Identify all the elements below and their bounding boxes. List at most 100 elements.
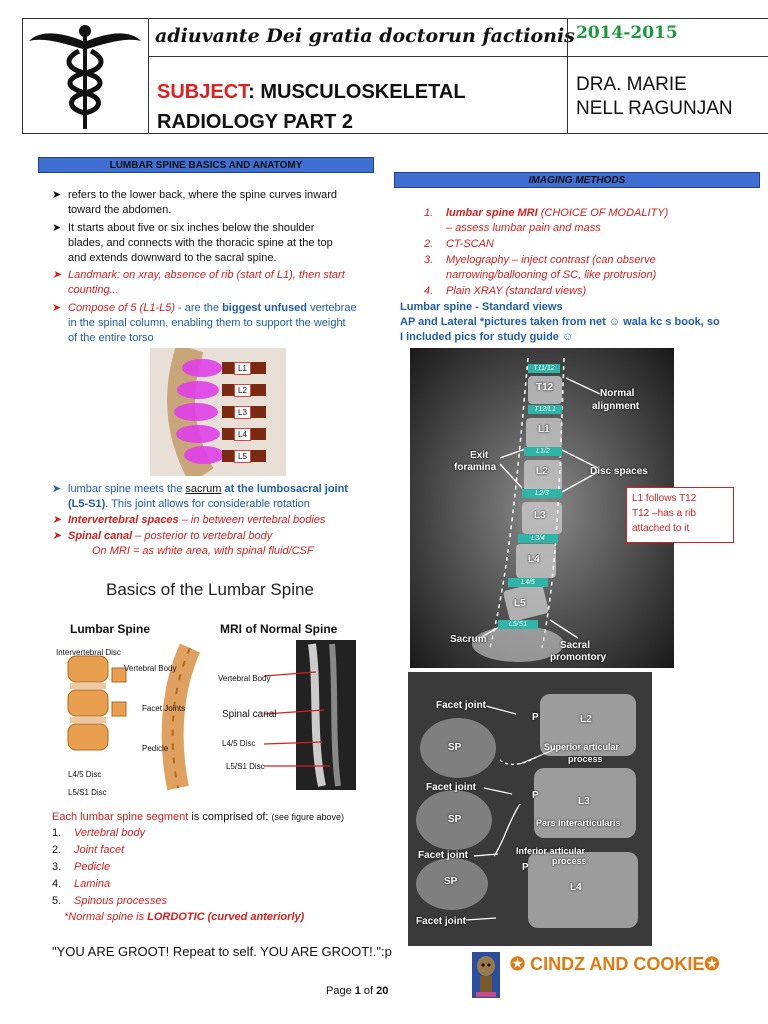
label-facet-joint-4: Facet joint <box>416 916 467 927</box>
fig1-label-l3: L3 <box>234 406 251 419</box>
method-4-text: Plain XRAY (standard views) <box>446 285 587 297</box>
label-p-3: P <box>522 862 529 873</box>
label-facet-joint-2: Facet joint <box>426 782 477 793</box>
lordotic-note: *Normal spine is LORDOTIC (curved anteri… <box>64 910 364 925</box>
bullet-3: ➤ Landmark: on xray, absence of rib (sta… <box>52 268 368 298</box>
label-facet-joint-1: Facet joint <box>436 700 487 711</box>
label-disc-spaces: Disc spaces <box>590 466 648 477</box>
fig2-label-mri-l5s1-disc: L5/S1 Disc <box>226 762 265 771</box>
fig1-label-l4: L4 <box>234 428 251 441</box>
bullet-2-line2: blades, and connects with the thoracic s… <box>68 237 333 249</box>
method-3-line2: narrowing/ballooning of SC, like protrus… <box>446 269 657 281</box>
segment-intro: Each lumbar spine segment is comprised o… <box>52 810 372 825</box>
author-line2: NELL RAGUNJAN <box>576 98 733 119</box>
vertebra-l2: L2 <box>536 466 548 477</box>
label-facet-joint-3: Facet joint <box>418 850 469 861</box>
section-heading-imaging-methods: IMAGING METHODS <box>394 172 760 188</box>
bullet-3-line1: Landmark: on xray, absence of rib (start… <box>68 269 345 281</box>
groot-avatar <box>472 952 500 998</box>
page-of: of <box>360 985 377 997</box>
segment-intro-mid: is comprised of: <box>188 811 272 823</box>
bullet-1-line1: refers to the lower back, where the spin… <box>68 189 338 201</box>
fig2-label-mri-l45-disc: L4/5 Disc <box>222 739 256 748</box>
fig2-label-spinal-canal: Spinal canal <box>222 709 277 720</box>
vertebra-l3: L3 <box>534 510 546 521</box>
author-cell: DRA. MARIE NELL RAGUNJAN <box>567 56 768 134</box>
page-number: Page 1 of 20 <box>326 985 388 997</box>
component-1-text: Vertebral body <box>74 827 146 839</box>
component-2: 2.Joint facet <box>52 843 125 858</box>
bullet-6: ➤ Intervertebral spaces – in between ver… <box>52 513 368 528</box>
label-l4: L4 <box>570 882 582 893</box>
bullet-5: ➤ lumbar spine meets the sacrum at the l… <box>52 482 368 512</box>
motto: adiuvante Dei gratia doctorun factionis <box>155 25 575 47</box>
views-line1: Lumbar spine - Standard views <box>400 301 563 313</box>
fig1-label-l1: L1 <box>234 362 251 375</box>
method-3-line1: Myelography – inject contrast (can obser… <box>446 254 656 266</box>
bullet-7: ➤ Spinal canal – posterior to vertebral … <box>52 529 368 559</box>
label-foramina: foramina <box>454 462 497 473</box>
bullet-3-line2: counting... <box>68 284 119 296</box>
motto-cell: adiuvante Dei gratia doctorun factionis <box>148 18 575 57</box>
school-year: 2014-2015 <box>576 23 678 43</box>
fig2-label-mri-vertebral-body: Vertebral Body <box>218 674 271 683</box>
arrow-bullet-icon: ➤ <box>52 302 62 314</box>
standard-views-text: Lumbar spine - Standard views AP and Lat… <box>400 300 760 345</box>
bullet-5-mid: at the lumbosacral joint <box>221 483 348 495</box>
disc-l5-s1: L5/S1 <box>498 620 538 629</box>
component-5: 5.Spinous processes <box>52 894 167 909</box>
method-1-rest: (CHOICE OF MODALITY) <box>537 207 669 219</box>
disc-l1-2: L1/2 <box>524 447 562 456</box>
subject-prefix: SUBJECT <box>157 81 249 103</box>
label-p-2: P <box>532 790 539 801</box>
method-1-number: 1. <box>424 207 434 219</box>
lordotic-note-pre: *Normal spine is <box>64 911 148 923</box>
disc-l2-3: L2/3 <box>522 489 562 498</box>
fig2-label-vertebral-body: Vertebral Body <box>124 664 177 673</box>
segment-intro-note: (see figure above) <box>271 812 345 822</box>
bullet-4-mid: - are the <box>175 302 223 314</box>
bullet-6-rest: – in between vertebral bodies <box>178 514 326 526</box>
bullet-4-line3: of the entire torso <box>68 332 154 344</box>
fig1-label-l5: L5 <box>234 450 251 463</box>
groot-avatar-graphic <box>472 952 500 998</box>
method-2: 2.CT-SCAN <box>424 237 494 252</box>
component-3-number: 3. <box>52 861 62 873</box>
author-name: DRA. MARIE NELL RAGUNJAN <box>576 73 733 121</box>
arrow-bullet-icon: ➤ <box>52 189 62 201</box>
label-exit: Exit <box>470 450 489 461</box>
lumbar-spine-illustration: L1 L2 L3 L4 L5 <box>150 348 286 476</box>
vertebra-l5: L5 <box>514 598 526 609</box>
component-2-text: Joint facet <box>74 844 125 856</box>
basics-figure-graphic <box>67 640 356 791</box>
label-normal: Normal <box>600 388 635 399</box>
brand-signature: ✪ CINDZ AND COOKIE✪ <box>510 954 720 974</box>
method-4: 4.Plain XRAY (standard views) <box>424 284 587 299</box>
bullet-2-line3: and extends downward to the sacral spine… <box>68 252 277 264</box>
method-3-number: 3. <box>424 254 434 266</box>
component-3-text: Pedicle <box>74 861 111 873</box>
views-line3: I included pics for study guide ☺ <box>400 331 574 343</box>
document-header: adiuvante Dei gratia doctorun factionis … <box>22 18 768 134</box>
fig2-label-intervertebral-disc: Intervertebral Disc <box>56 648 121 657</box>
bullet-2: ➤ It starts about five or six inches bel… <box>52 221 368 266</box>
callout-line1: L1 follows T12 <box>632 493 697 504</box>
label-sacrum: Sacrum <box>450 634 487 645</box>
bullet-5-rest: . This joint allows for considerable rot… <box>105 498 310 510</box>
segment-intro-red: Each lumbar spine segment <box>52 811 189 823</box>
fig2-label-facet-joints: Facet Joints <box>142 704 186 713</box>
disc-t11-12: T11/12 <box>528 364 560 373</box>
method-1-line2: – assess lumbar pain and mass <box>446 222 601 234</box>
fig2-label-l5s1-disc: L5/S1 Disc <box>68 788 107 797</box>
page-current: 1 <box>354 985 361 997</box>
basics-figure-title: Basics of the Lumbar Spine <box>106 580 314 599</box>
label-superior-articular: Superior articular <box>544 742 620 752</box>
label-sp-3: SP <box>444 876 458 887</box>
subject-line1: : MUSCULOSKELETAL <box>248 81 466 103</box>
facet-xray-graphic <box>408 672 652 946</box>
component-5-text: Spinous processes <box>74 895 167 907</box>
page-prefix: Page <box>326 985 355 997</box>
subject-line2: RADIOLOGY PART 2 <box>157 111 353 133</box>
bullet-6-bold: Intervertebral spaces <box>68 514 179 526</box>
lordotic-note-bold: LORDOTIC (curved anteriorly) <box>147 911 305 923</box>
